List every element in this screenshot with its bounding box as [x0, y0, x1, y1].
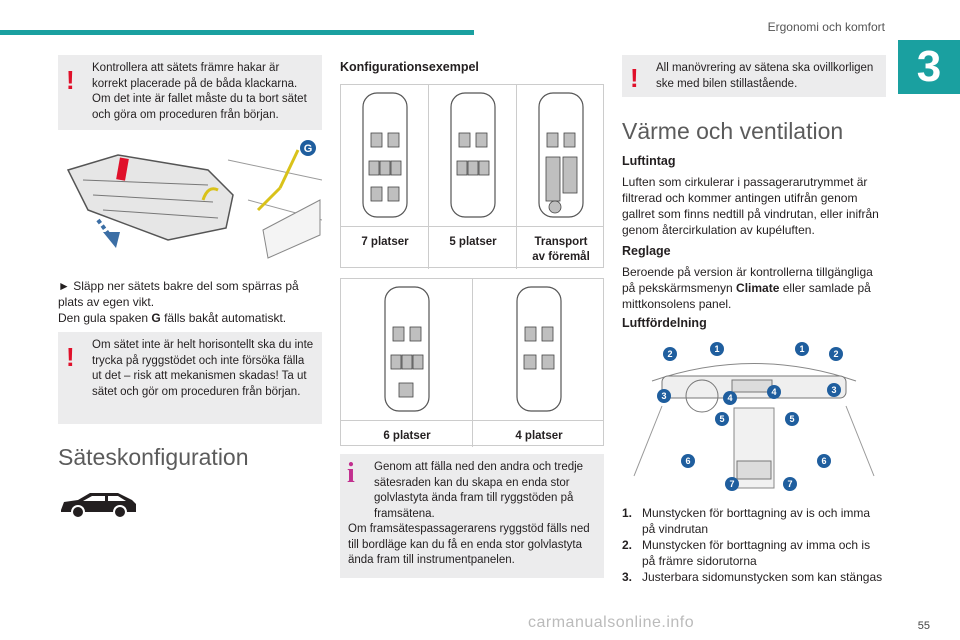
warning-text-1: Kontrollera att sätets främre hakar är k… — [92, 62, 307, 121]
callout-4b: 4 — [771, 387, 776, 397]
callout-5a: 5 — [719, 414, 724, 424]
config-label-5: 5 platser — [449, 236, 497, 248]
air-distribution-title: Luftfördelning — [622, 316, 707, 330]
seat-figure: G — [58, 140, 323, 265]
config-label-4: 4 platser — [515, 430, 563, 442]
chapter-tab: 3 — [898, 40, 960, 94]
section-title-seat-config: Säteskonfiguration — [58, 444, 249, 470]
callout-4a: 4 — [727, 393, 732, 403]
vent-list: 1.Munstycken för borttagning av is och i… — [622, 505, 886, 585]
air-intake-title: Luftintag — [622, 154, 676, 168]
list-item: 2.Munstycken för borttagning av imma och… — [622, 538, 871, 568]
list-item: 3.Justerbara sidomunstycken som kan stän… — [622, 570, 883, 584]
warning-box-1: ! Kontrollera att sätets främre hakar är… — [58, 55, 322, 130]
car-suv-icon — [58, 490, 138, 520]
callout-6a: 6 — [685, 456, 690, 466]
warning-box-2: ! Om sätet inte är helt horisontellt ska… — [58, 332, 322, 424]
config-cell-5-seats — [429, 85, 517, 269]
config-label-transport: Transport av föremål — [532, 236, 590, 263]
config-cell-6-seats — [341, 279, 473, 447]
step-line-1: ► Släpp ner sätets bakre del som spärras… — [58, 279, 299, 309]
page-number: 55 — [917, 620, 930, 632]
warning-icon: ! — [66, 65, 75, 95]
callout-2b: 2 — [833, 349, 838, 359]
controls-text: Beroende på version är kontrollerna till… — [622, 265, 873, 311]
air-distribution-figure: 1 1 2 2 3 3 4 4 5 5 6 6 7 7 — [622, 336, 886, 496]
warning-icon: ! — [66, 342, 75, 372]
callout-6b: 6 — [821, 456, 826, 466]
section-title-heat-vent: Värme och ventilation — [622, 118, 844, 144]
info-box: i Genom att fälla ned den andra och tred… — [340, 454, 604, 578]
callout-7a: 7 — [729, 479, 734, 489]
config-label-7: 7 platser — [361, 236, 409, 248]
info-icon: i — [347, 458, 355, 489]
config-label-6: 6 platser — [383, 430, 431, 442]
warning-box-3: ! All manövrering av sätena ska ovillkor… — [622, 55, 886, 97]
callout-7b: 7 — [787, 479, 792, 489]
warning-icon: ! — [630, 63, 639, 93]
callout-1b: 1 — [799, 344, 804, 354]
info-text-1: Genom att fälla ned den andra och tredje… — [374, 461, 584, 520]
callout-5b: 5 — [789, 414, 794, 424]
step-line-2: Den gula spaken G fälls bakåt automatisk… — [58, 311, 287, 325]
air-intake-text: Luften som cirkulerar i passagerarutrymm… — [622, 175, 879, 237]
watermark: carmanualsonline.info — [528, 614, 695, 631]
callout-3a: 3 — [661, 391, 666, 401]
callout-3b: 3 — [831, 385, 836, 395]
config-table-row1: 7 platser 5 platser Transport av föremål — [340, 84, 604, 269]
header-title: Ergonomi och komfort — [767, 20, 885, 34]
config-cell-7-seats — [341, 85, 429, 269]
header-accent-bar — [0, 30, 474, 35]
config-examples-title: Konfigurationsexempel — [340, 60, 479, 74]
callout-2a: 2 — [667, 349, 672, 359]
info-text-2: Om framsätespassagerarens ryggstöd fälls… — [348, 523, 590, 566]
controls-title: Reglage — [622, 244, 671, 258]
config-table-row2: 6 platser 4 platser — [340, 278, 604, 447]
step-text: ► Släpp ner sätets bakre del som spärras… — [58, 278, 322, 326]
figure-callout-g: G — [304, 143, 313, 155]
warning-text-2: Om sätet inte är helt horisontellt ska d… — [92, 339, 314, 398]
warning-text-3: All manövrering av sätena ska ovillkorli… — [656, 62, 874, 90]
callout-1a: 1 — [714, 344, 719, 354]
list-item: 1.Munstycken för borttagning av is och i… — [622, 506, 871, 536]
